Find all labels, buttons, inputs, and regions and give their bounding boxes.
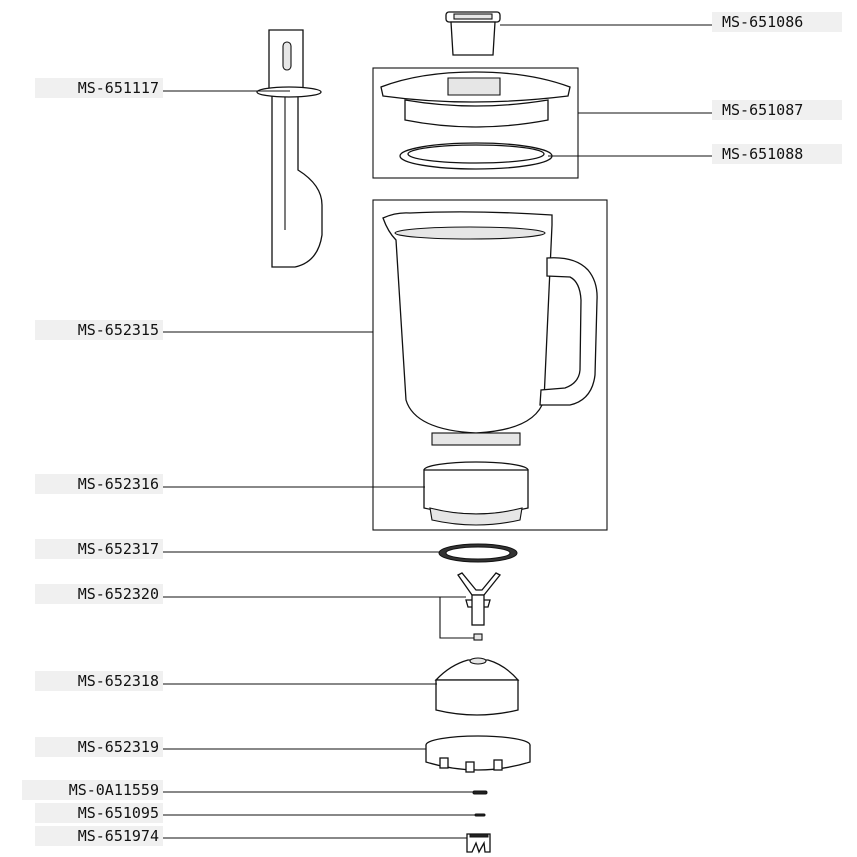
part-label-652319: MS-652319	[35, 737, 163, 757]
blade-base-part	[434, 657, 520, 716]
washer-part	[472, 790, 488, 795]
drive-coupler-part	[466, 833, 491, 854]
part-label-651974: MS-651974	[35, 826, 163, 846]
leader-lines	[163, 24, 712, 839]
blade-assembly-part	[457, 572, 502, 641]
jug-base-part	[423, 461, 529, 526]
part-label-652315: MS-652315	[35, 320, 163, 340]
part-label-652316: MS-652316	[35, 474, 163, 494]
part-label-651088: MS-651088	[712, 144, 842, 164]
locking-ring-part	[425, 735, 531, 773]
seal-ring-part	[438, 543, 518, 563]
lid-part	[380, 71, 571, 128]
part-label-651086: MS-651086	[712, 12, 842, 32]
part-label-651117: MS-651117	[35, 78, 163, 98]
part-label-652317: MS-652317	[35, 539, 163, 559]
part-label-651087: MS-651087	[712, 100, 842, 120]
part-label-652318: MS-652318	[35, 671, 163, 691]
lid-gasket-part	[399, 142, 553, 170]
part-label-0a11559: MS-0A11559	[22, 780, 163, 800]
lid-group-frame	[372, 67, 579, 179]
jug-group-frame	[372, 199, 608, 531]
pin-part	[474, 813, 486, 817]
measuring-cap-part	[445, 11, 501, 56]
part-label-652320: MS-652320	[35, 584, 163, 604]
part-label-651095: MS-651095	[35, 803, 163, 823]
blender-jug-part	[382, 211, 598, 446]
spatula-part	[256, 29, 323, 268]
